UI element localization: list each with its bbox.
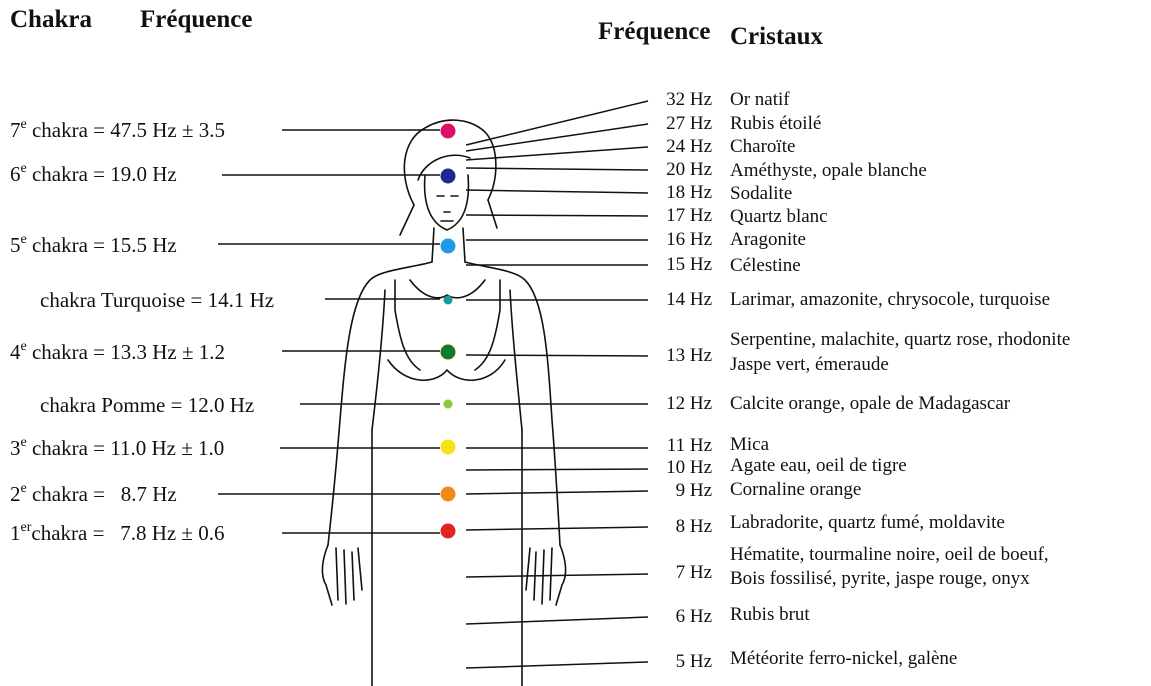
crystal-name: Rubis brut xyxy=(730,604,810,626)
chakra-dot-7 xyxy=(441,124,456,139)
crystal-name-line2: Jaspe vert, émeraude xyxy=(730,354,889,376)
crystal-hz: 5 Hz xyxy=(632,651,712,673)
crystal-hz: 9 Hz xyxy=(632,480,712,502)
chakra-dot-4 xyxy=(441,345,456,360)
crystal-name: Améthyste, opale blanche xyxy=(730,160,927,182)
chakra-label-pomme: chakra Pomme = 12.0 Hz xyxy=(40,393,254,418)
crystal-name: Or natif xyxy=(730,89,790,111)
chakra-label-1: 1erchakra = 7.8 Hz ± 0.6 xyxy=(10,521,224,546)
chakra-label-6: 6e chakra = 19.0 Hz xyxy=(10,162,177,187)
crystal-hz: 24 Hz xyxy=(632,136,712,158)
crystal-name: Mica xyxy=(730,434,769,456)
chakra-dot-1 xyxy=(441,524,456,539)
crystal-name: Célestine xyxy=(730,255,801,277)
crystal-hz: 13 Hz xyxy=(632,345,712,367)
crystal-hz: 17 Hz xyxy=(632,205,712,227)
crystal-hz: 8 Hz xyxy=(632,516,712,538)
crystal-name: Hématite, tourmaline noire, oeil de boeu… xyxy=(730,544,1049,566)
left-leader-lines xyxy=(218,130,440,533)
crystal-name: Charoïte xyxy=(730,136,795,158)
crystal-name: Labradorite, quartz fumé, moldavite xyxy=(730,512,1005,534)
chakra-dot-6 xyxy=(441,169,456,184)
crystal-hz: 6 Hz xyxy=(632,606,712,628)
crystal-name: Calcite orange, opale de Madagascar xyxy=(730,393,1010,415)
crystal-name: Agate eau, oeil de tigre xyxy=(730,455,907,477)
chakra-dot-3 xyxy=(441,440,456,455)
chakra-label-5: 5e chakra = 15.5 Hz xyxy=(10,233,177,258)
chakra-label-3: 3e chakra = 11.0 Hz ± 1.0 xyxy=(10,436,224,461)
chakra-label-2: 2e chakra = 8.7 Hz xyxy=(10,482,177,507)
chakra-label-4: 4e chakra = 13.3 Hz ± 1.2 xyxy=(10,340,225,365)
crystal-name: Cornaline orange xyxy=(730,479,861,501)
crystal-name: Larimar, amazonite, chrysocole, turquois… xyxy=(730,289,1050,311)
crystal-hz: 27 Hz xyxy=(632,113,712,135)
crystal-name: Météorite ferro-nickel, galène xyxy=(730,648,957,670)
chakra-dot-5 xyxy=(441,239,456,254)
chakra-dot-turquoise xyxy=(444,296,453,305)
crystal-hz: 11 Hz xyxy=(632,435,712,457)
chakra-dots xyxy=(441,124,456,539)
chakra-label-7: 7e chakra = 47.5 Hz ± 3.5 xyxy=(10,118,225,143)
crystal-hz: 14 Hz xyxy=(632,289,712,311)
crystal-hz: 7 Hz xyxy=(632,562,712,584)
crystal-name-line2: Bois fossilisé, pyrite, jaspe rouge, ony… xyxy=(730,568,1030,590)
crystal-hz: 15 Hz xyxy=(632,254,712,276)
crystal-hz: 10 Hz xyxy=(632,457,712,479)
chakra-dot-pomme xyxy=(444,400,453,409)
crystal-hz: 20 Hz xyxy=(632,159,712,181)
crystal-name: Serpentine, malachite, quartz rose, rhod… xyxy=(730,329,1070,351)
crystal-name: Quartz blanc xyxy=(730,206,828,228)
crystal-hz: 32 Hz xyxy=(632,89,712,111)
crystal-hz: 16 Hz xyxy=(632,229,712,251)
crystal-name: Rubis étoilé xyxy=(730,113,821,135)
chakra-label-turquoise: chakra Turquoise = 14.1 Hz xyxy=(40,288,274,313)
crystal-hz: 12 Hz xyxy=(632,393,712,415)
crystal-name: Aragonite xyxy=(730,229,806,251)
crystal-name: Sodalite xyxy=(730,183,792,205)
crystal-hz: 18 Hz xyxy=(632,182,712,204)
chakra-dot-2 xyxy=(441,487,456,502)
